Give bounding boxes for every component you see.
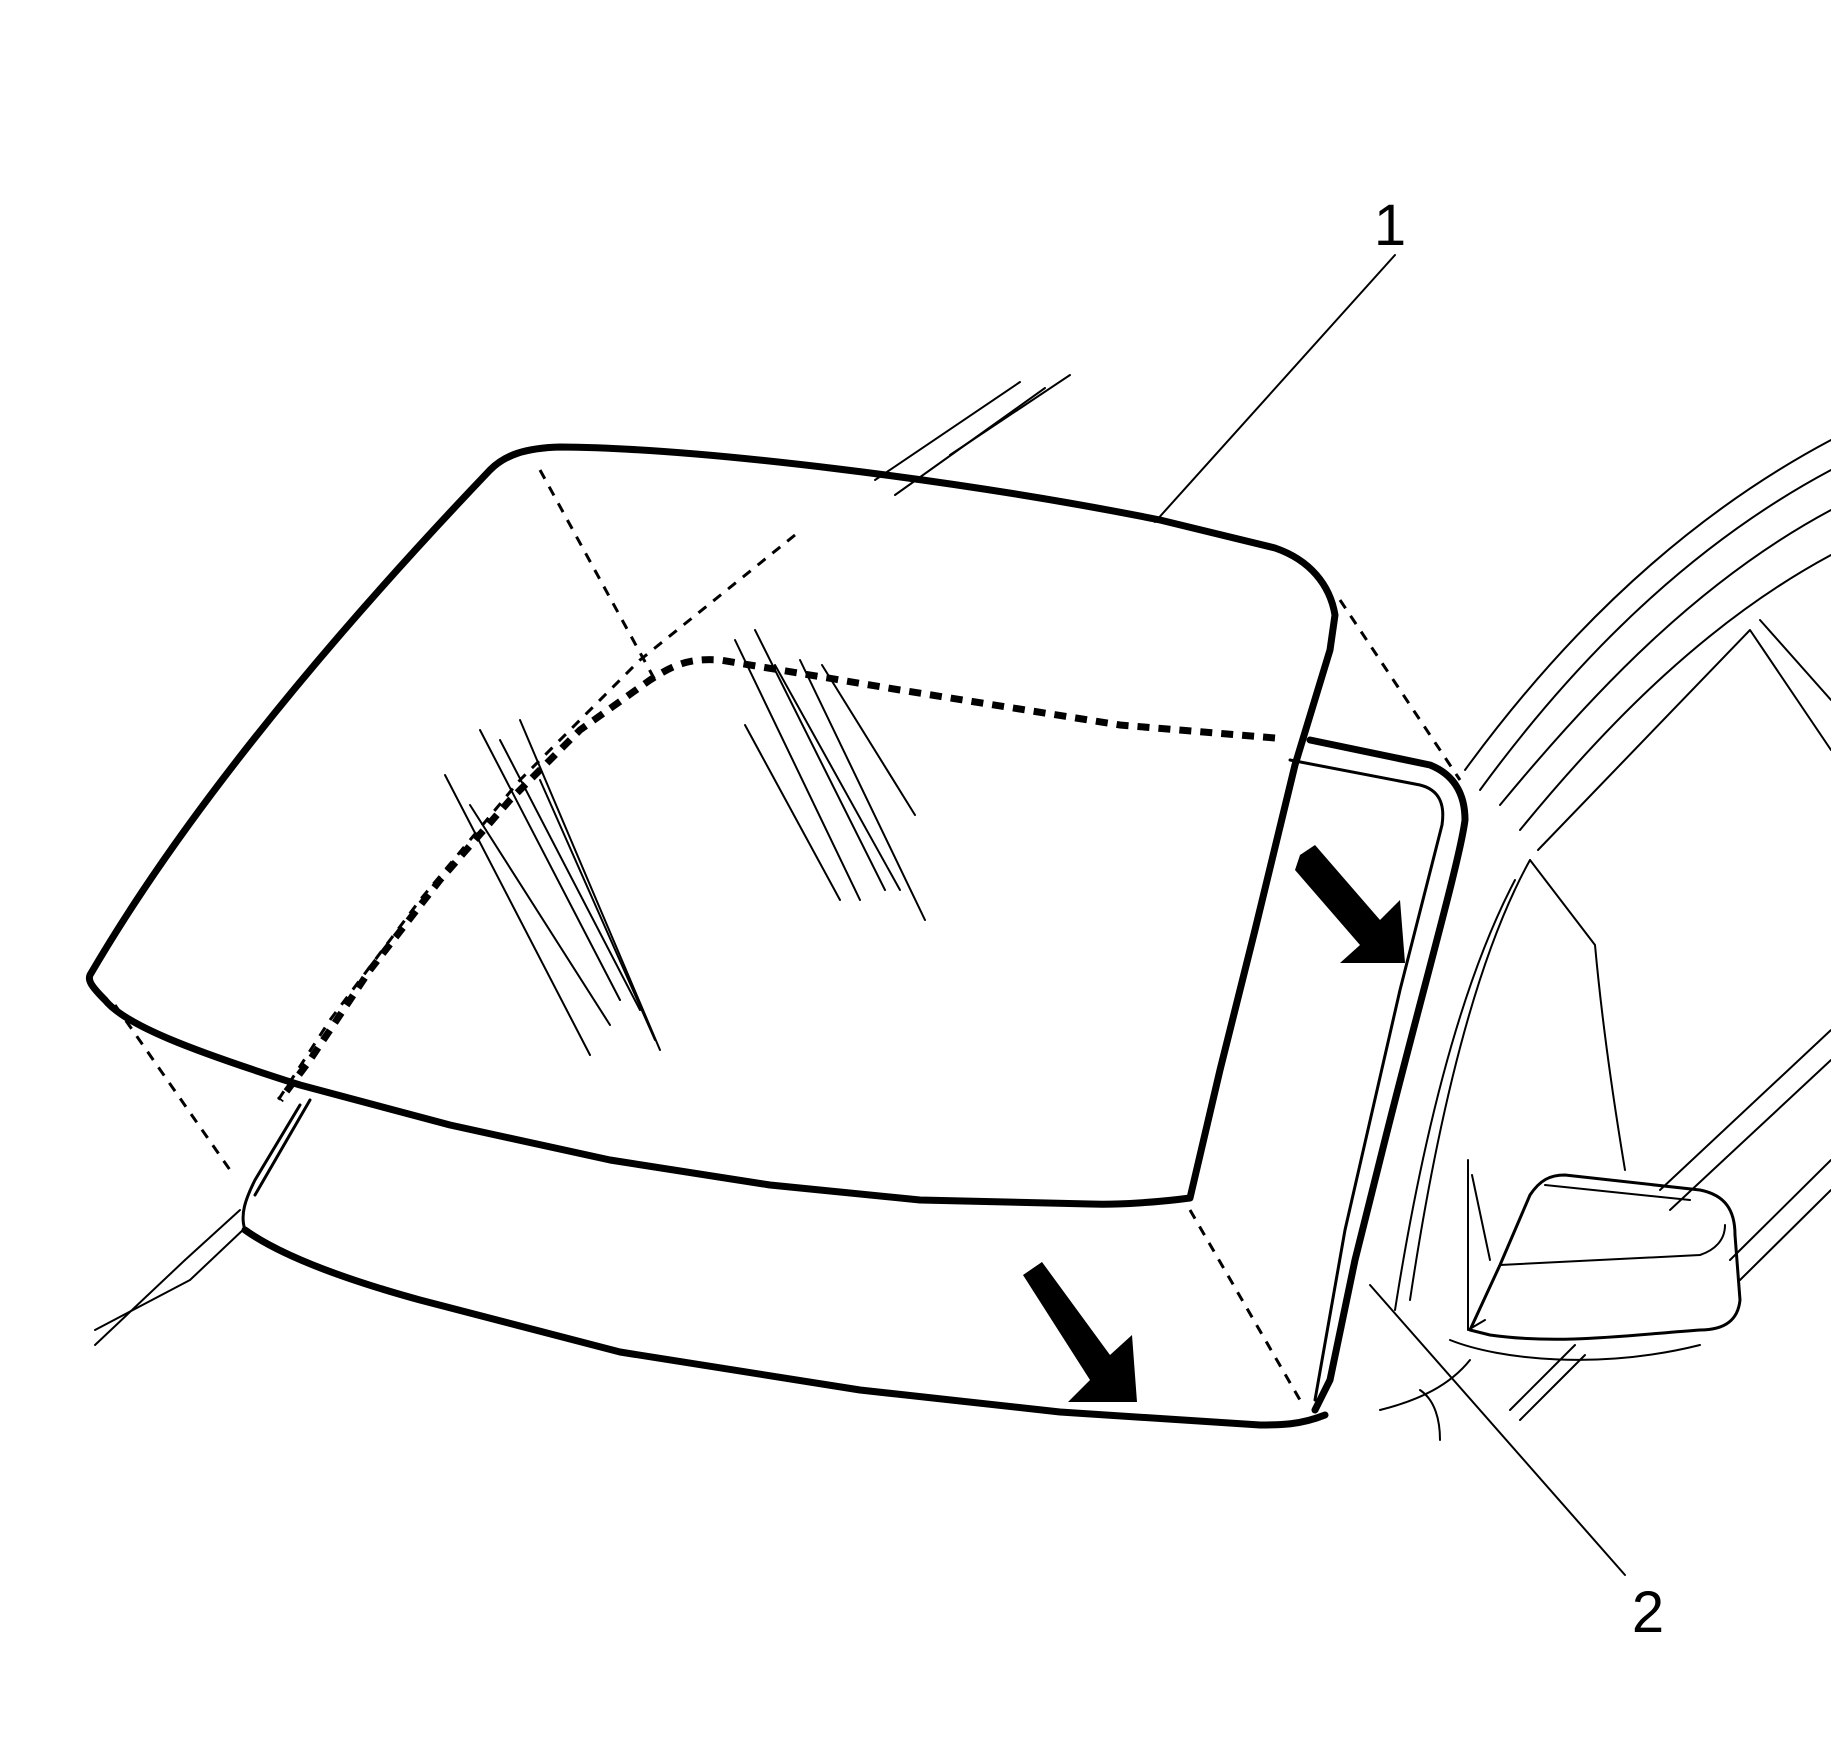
glass-reflection-lines bbox=[444, 629, 926, 1056]
windshield-opening bbox=[94, 374, 1469, 1429]
side-mirror bbox=[1468, 1173, 1742, 1341]
windshield-glass bbox=[85, 443, 1339, 1208]
leader-line-2 bbox=[1369, 1284, 1626, 1576]
leader-line-1 bbox=[1154, 254, 1396, 523]
callout-label-2: 2 bbox=[1632, 1580, 1664, 1645]
arrow-down-right-upper bbox=[1295, 845, 1405, 963]
callout-leaders bbox=[1154, 254, 1626, 1576]
callout-label-1: 1 bbox=[1374, 193, 1406, 258]
hidden-edges bbox=[113, 469, 1462, 1401]
arrow-down-right-lower bbox=[1023, 1262, 1137, 1402]
vehicle-body bbox=[1379, 439, 1831, 1441]
install-direction-arrows bbox=[1023, 845, 1405, 1402]
